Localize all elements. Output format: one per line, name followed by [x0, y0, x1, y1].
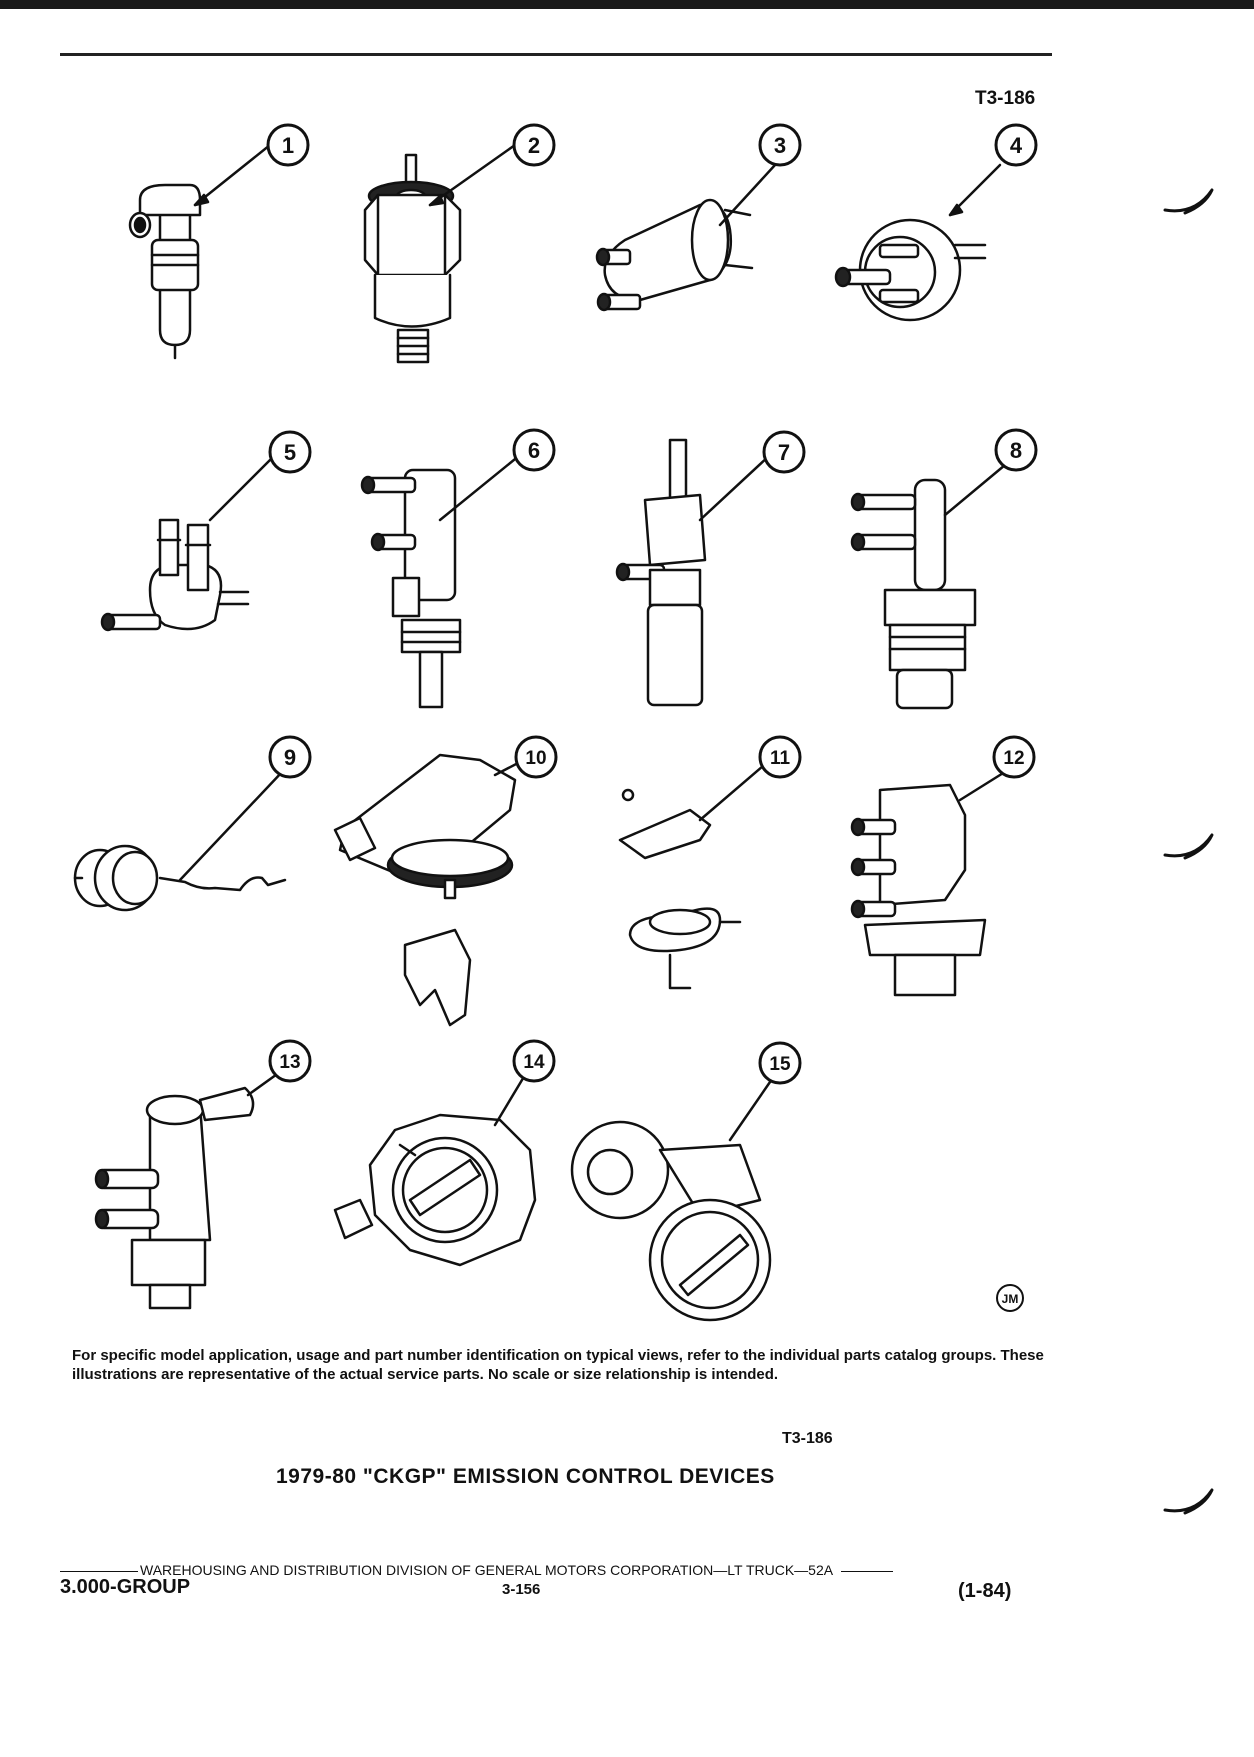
callout-7: 7 — [762, 430, 806, 474]
callout-2: 2 — [512, 123, 556, 167]
scan-top-border — [0, 0, 1254, 9]
callout-10: 10 — [514, 735, 558, 779]
footer-page-number: 3-156 — [502, 1581, 541, 1598]
callout-2-label: 2 — [528, 133, 540, 158]
callout-15-label: 15 — [769, 1054, 791, 1075]
callout-7-label: 7 — [778, 440, 790, 465]
part-6-drawing — [360, 453, 522, 709]
disclaimer-text: For specific model application, usage an… — [72, 1347, 1044, 1383]
callout-1: 1 — [266, 123, 310, 167]
footer-dash-left — [60, 1570, 138, 1572]
part-8-drawing — [850, 463, 1007, 710]
artist-mark: JM — [996, 1284, 1024, 1312]
part-12-drawing — [850, 768, 1010, 997]
scan-artifact-1 — [1163, 188, 1214, 215]
part-11-drawing — [618, 758, 772, 990]
part-7-drawing — [615, 438, 772, 707]
callout-14-label: 14 — [523, 1052, 545, 1073]
callout-12-label: 12 — [1003, 748, 1024, 769]
part-4-drawing — [834, 163, 1002, 322]
callout-3-label: 3 — [774, 133, 786, 158]
part-15-drawing — [570, 1080, 772, 1322]
callout-6: 6 — [512, 428, 556, 472]
callout-9: 9 — [268, 735, 312, 779]
scan-artifact-3 — [1163, 1488, 1214, 1515]
header-ref-code: T3-186 — [975, 88, 1036, 109]
callout-12: 12 — [992, 735, 1036, 779]
callout-1-label: 1 — [282, 133, 294, 158]
footer-date-code: (1-84) — [958, 1580, 1012, 1602]
callout-10-label: 10 — [525, 748, 546, 769]
callout-13-label: 13 — [279, 1052, 300, 1073]
artist-mark-label: JM — [1002, 1292, 1019, 1306]
footer-publisher-text: WAREHOUSING AND DISTRIBUTION DIVISION OF… — [140, 1562, 834, 1578]
footer-publisher-line: WAREHOUSING AND DISTRIBUTION DIVISION OF… — [60, 1562, 1020, 1578]
callout-13: 13 — [268, 1039, 312, 1083]
part-1-drawing — [128, 143, 272, 360]
part-5-drawing — [100, 456, 274, 632]
part-13-drawing — [94, 1070, 282, 1310]
page-title: 1979-80 "CKGP" EMISSION CONTROL DEVICES — [276, 1465, 775, 1488]
callout-8: 8 — [994, 428, 1038, 472]
footer-dash-right — [841, 1570, 894, 1572]
part-2-drawing — [363, 143, 517, 364]
callout-4: 4 — [994, 123, 1038, 167]
callout-4-label: 4 — [1010, 133, 1023, 158]
callout-5-label: 5 — [284, 440, 296, 465]
callout-15: 15 — [758, 1041, 802, 1085]
part-3-drawing — [595, 163, 777, 312]
callout-9-label: 9 — [284, 745, 296, 770]
part-9-drawing — [73, 770, 287, 912]
part-14-drawing — [333, 1073, 537, 1267]
scan-artifact-2 — [1163, 833, 1214, 860]
callout-6-label: 6 — [528, 438, 540, 463]
callout-11-label: 11 — [770, 748, 791, 769]
callout-5: 5 — [268, 430, 312, 474]
part-10-drawing — [333, 753, 522, 1027]
caption-ref-code: T3-186 — [782, 1430, 833, 1447]
callout-8-label: 8 — [1010, 438, 1022, 463]
footer-group: 3.000-GROUP — [60, 1576, 191, 1598]
callout-3: 3 — [758, 123, 802, 167]
callout-11: 11 — [758, 735, 802, 779]
header-rule — [60, 53, 1052, 56]
callout-14: 14 — [512, 1039, 556, 1083]
